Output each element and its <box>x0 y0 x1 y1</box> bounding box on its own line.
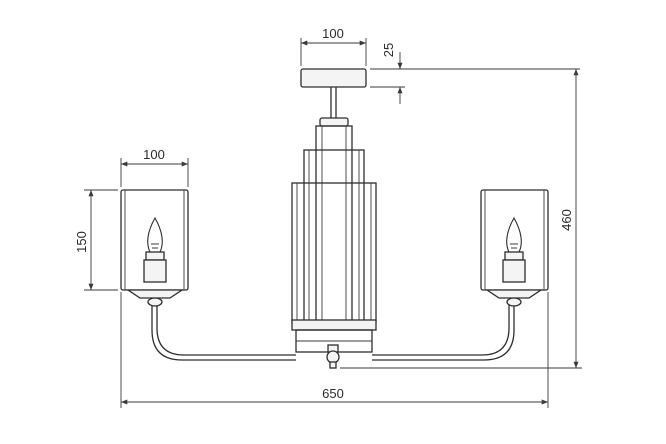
dimension-shade-width: 100 <box>120 147 189 187</box>
total-width-label: 650 <box>322 386 344 401</box>
dimension-total-width: 650 <box>120 292 549 408</box>
dimension-canopy-height: 25 <box>370 43 580 104</box>
dimension-canopy-width: 100 <box>300 26 367 66</box>
right-lamp <box>480 189 549 307</box>
dimension-shade-height: 150 <box>74 189 118 291</box>
dimension-total-height: 460 <box>340 69 582 369</box>
left-lamp <box>120 189 189 307</box>
total-height-label: 460 <box>559 209 574 231</box>
ceiling-canopy <box>300 68 367 88</box>
canopy-width-label: 100 <box>322 26 344 41</box>
bottom-finial <box>326 344 340 369</box>
chandelier-arms <box>151 305 515 361</box>
canopy-height-label: 25 <box>381 43 396 57</box>
shade-width-label: 100 <box>143 147 165 162</box>
shade-height-label: 150 <box>74 231 89 253</box>
central-column <box>291 117 377 353</box>
downrod <box>330 87 337 118</box>
